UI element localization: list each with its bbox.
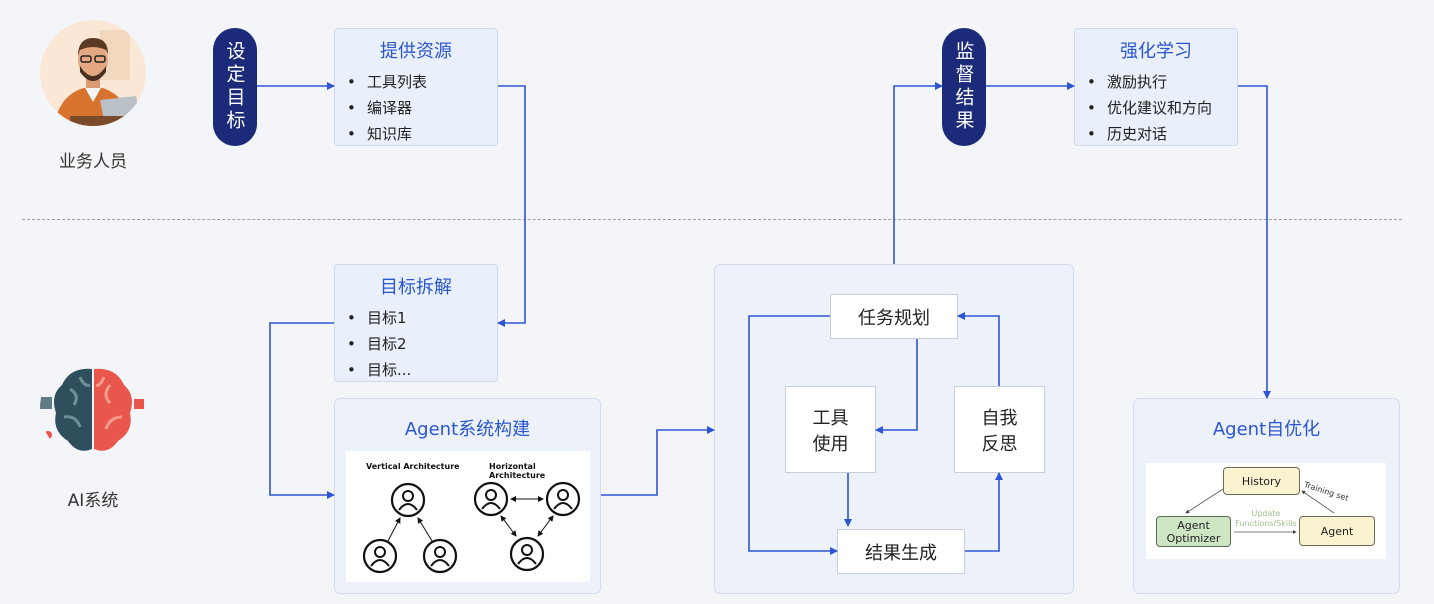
ai-system-label: AI系统 bbox=[67, 491, 119, 511]
list-item: 优化建议和方向 bbox=[1087, 95, 1237, 121]
business-person-label: 业务人员 bbox=[59, 152, 127, 172]
monitor-result-pill: 监督结果 bbox=[942, 28, 986, 146]
agent-system-build-title: Agent系统构建 bbox=[404, 419, 531, 440]
list-item: 知识库 bbox=[347, 121, 497, 147]
list-item: 历史对话 bbox=[1087, 121, 1237, 147]
self-reflection-box: 自我 反思 bbox=[954, 386, 1045, 473]
agent-box: Agent bbox=[1299, 516, 1375, 546]
list-item: 编译器 bbox=[347, 95, 497, 121]
ai-brain-icon bbox=[40, 355, 146, 461]
tool-use-box: 工具 使用 bbox=[785, 386, 876, 473]
list-item: 目标... bbox=[347, 357, 497, 383]
list-item: 工具列表 bbox=[347, 69, 497, 95]
history-box: History bbox=[1223, 467, 1300, 495]
list-item: 激励执行 bbox=[1087, 69, 1237, 95]
self-optimization-arrows bbox=[1185, 488, 1335, 534]
provide-resources-title: 提供资源 bbox=[380, 41, 452, 62]
list-item: 目标1 bbox=[347, 305, 497, 331]
horizontal-architecture-caption: Horizontal Architecture bbox=[489, 462, 546, 480]
result-generation-box: 结果生成 bbox=[837, 529, 965, 574]
section-divider bbox=[22, 219, 1402, 220]
task-planning-box: 任务规划 bbox=[830, 294, 958, 339]
reinforcement-learning-card: 强化学习 激励执行 优化建议和方向 历史对话 bbox=[1074, 28, 1238, 146]
agent-optimizer-box: Agent Optimizer bbox=[1156, 516, 1231, 547]
reinforcement-learning-title: 强化学习 bbox=[1120, 41, 1192, 62]
update-functions-label: Update Functions/Skills bbox=[1235, 509, 1297, 528]
set-goal-label: 设定目标 bbox=[223, 41, 246, 133]
list-item: 目标2 bbox=[347, 331, 497, 357]
business-person-avatar bbox=[40, 20, 146, 126]
provide-resources-card: 提供资源 工具列表 编译器 知识库 bbox=[334, 28, 498, 146]
vertical-architecture-caption: Vertical Architecture bbox=[366, 462, 460, 471]
self-optimization-diagram: History Agent Optimizer Agent Update Fun… bbox=[1146, 463, 1386, 559]
set-goal-pill: 设定目标 bbox=[213, 28, 257, 146]
architecture-graph bbox=[362, 481, 581, 574]
goal-decomposition-title: 目标拆解 bbox=[380, 277, 452, 298]
monitor-result-label: 监督结果 bbox=[952, 41, 975, 133]
architecture-diagram: Vertical Architecture Horizontal Archite… bbox=[346, 451, 590, 582]
agent-self-optimization-title: Agent自优化 bbox=[1212, 419, 1321, 440]
